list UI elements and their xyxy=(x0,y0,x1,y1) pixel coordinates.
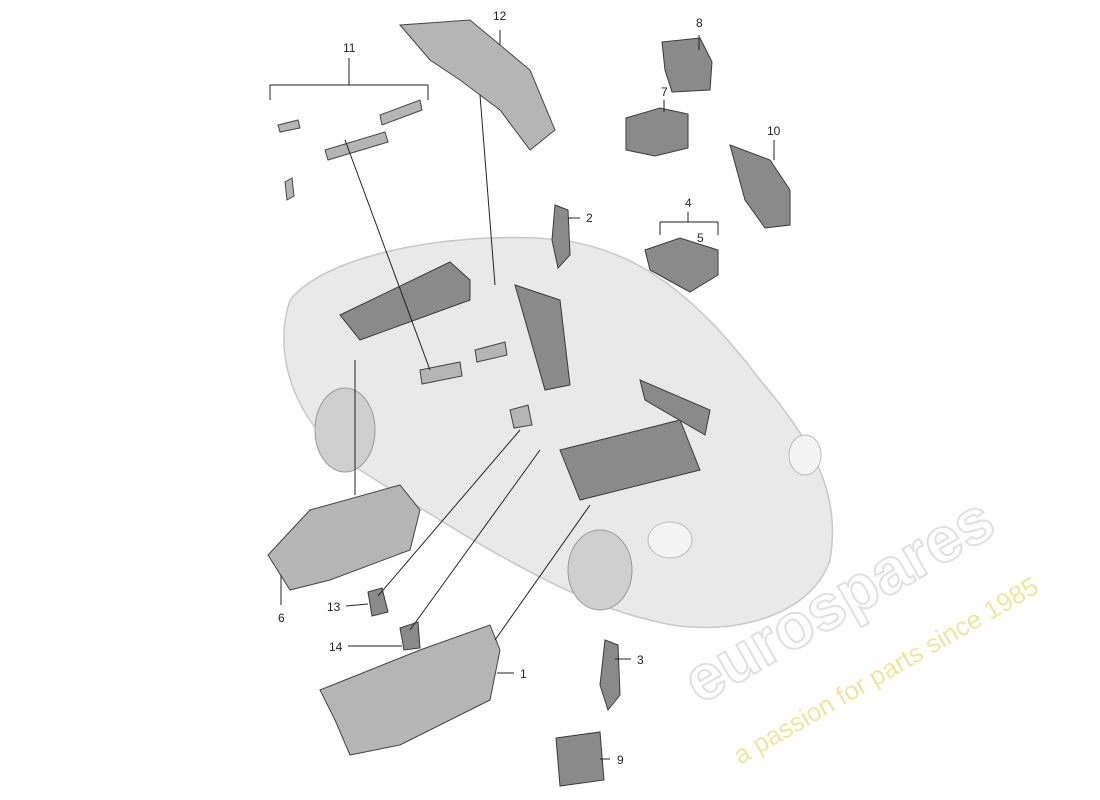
callout-10: 10 xyxy=(767,124,781,138)
callout-2: 2 xyxy=(586,211,593,225)
callout-9: 9 xyxy=(617,753,624,767)
part-11a xyxy=(277,119,301,133)
part-11c xyxy=(379,99,423,126)
callout-4: 4 xyxy=(685,196,692,210)
callout-numbers: 11 12 8 7 10 2 4 5 6 13 14 1 3 9 xyxy=(278,9,781,767)
callout-3: 3 xyxy=(637,653,644,667)
callout-1: 1 xyxy=(520,667,527,681)
rear-wheel xyxy=(314,387,376,473)
part-2 xyxy=(551,204,571,270)
leader-lines xyxy=(269,30,775,760)
callout-14: 14 xyxy=(329,640,343,654)
front-wheel xyxy=(567,529,633,611)
car-body xyxy=(283,236,834,629)
part-3 xyxy=(599,639,621,712)
headlight xyxy=(788,434,822,476)
part-8 xyxy=(661,37,713,93)
part-14 xyxy=(399,621,421,651)
part-10 xyxy=(729,144,791,229)
part-11d xyxy=(284,177,295,201)
headlight xyxy=(647,521,693,559)
callout-11: 11 xyxy=(343,41,356,55)
callout-5: 5 xyxy=(697,231,704,245)
callout-6: 6 xyxy=(278,611,285,625)
part-13 xyxy=(367,587,389,617)
part-1 xyxy=(319,624,501,756)
callout-7: 7 xyxy=(661,85,668,99)
part-4-5 xyxy=(644,237,719,293)
part-9 xyxy=(555,731,605,787)
callout-8: 8 xyxy=(696,16,703,30)
callout-12: 12 xyxy=(493,9,507,23)
part-6 xyxy=(267,484,421,591)
part-12 xyxy=(398,19,556,151)
part-11b xyxy=(324,131,389,161)
callout-13: 13 xyxy=(327,600,341,614)
part-7 xyxy=(625,107,689,157)
